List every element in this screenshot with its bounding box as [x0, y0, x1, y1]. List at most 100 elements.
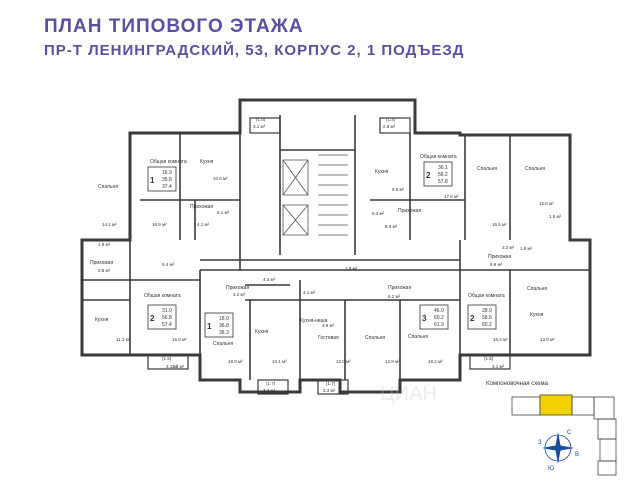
svg-text:57.8: 57.8 [438, 179, 448, 185]
layout-scheme: Компоновочная схема [486, 381, 617, 476]
compass-rose: С Ю З В [538, 430, 579, 472]
svg-text:1: 1 [150, 176, 155, 185]
svg-text:31.0: 31.0 [162, 308, 172, 314]
svg-text:10.1 м²: 10.1 м² [272, 359, 287, 364]
svg-text:12.6 м²: 12.6 м² [539, 201, 554, 206]
apartment-summaries: 1 16.9 35.8 37.4 2 36.1 56.2 57.8 2 31.0… [150, 165, 492, 336]
svg-text:1.8 м²: 1.8 м² [98, 242, 111, 247]
svg-text:58.6: 58.6 [482, 315, 492, 321]
svg-text:(1.5): (1.5) [484, 356, 494, 361]
svg-text:38.3: 38.3 [219, 330, 229, 336]
svg-text:60.2: 60.2 [482, 322, 492, 328]
svg-text:2.8 м²: 2.8 м² [383, 124, 396, 129]
svg-text:2: 2 [150, 314, 155, 323]
svg-text:16.5 м²: 16.5 м² [492, 222, 507, 227]
svg-text:3.1 м²: 3.1 м² [253, 124, 266, 129]
room-labels: Спальня Общая комната Кухня Прихожая Кух… [90, 154, 547, 347]
svg-text:9.5 м²: 9.5 м² [392, 187, 405, 192]
svg-text:9.6 м²: 9.6 м² [490, 262, 503, 267]
room-label: Кухня [375, 169, 389, 175]
svg-text:35.8: 35.8 [162, 177, 172, 183]
room-label: Кухня [530, 312, 544, 318]
svg-text:11.3 м²: 11.3 м² [116, 337, 131, 342]
svg-text:1.5 м²: 1.5 м² [549, 214, 562, 219]
room-label: Спальня [525, 166, 545, 172]
svg-text:1.8 м²: 1.8 м² [520, 246, 533, 251]
room-label: Общая комната [144, 293, 181, 299]
svg-text:(1.7): (1.7) [266, 381, 276, 386]
room-label: Спальня [213, 341, 233, 347]
watermark-text: ЦИАН [380, 383, 437, 405]
svg-text:60.2: 60.2 [434, 315, 444, 321]
svg-text:12.8 м²: 12.8 м² [385, 359, 400, 364]
svg-text:14.1 м²: 14.1 м² [102, 222, 117, 227]
room-label: Прихожая [398, 208, 421, 214]
svg-text:2.8 м²: 2.8 м² [98, 268, 111, 273]
svg-text:12.0 м²: 12.0 м² [336, 359, 351, 364]
room-label: Спальня [408, 334, 428, 340]
area-labels: 14.1 м² 16.9 м² 10.6 м² 4.1 м² 6.1 м² 3.… [98, 124, 562, 393]
room-label: Спальня [527, 286, 547, 292]
apartment-boxes [147, 161, 497, 338]
scheme-section [597, 460, 617, 476]
svg-text:6.3 м²: 6.3 м² [372, 211, 385, 216]
svg-text:46.0: 46.0 [434, 308, 444, 314]
scheme-section [571, 396, 595, 416]
svg-text:3.9 м²: 3.9 м² [322, 323, 335, 328]
svg-text:4.3 м²: 4.3 м² [263, 277, 276, 282]
svg-text:(1.4): (1.4) [386, 117, 396, 122]
svg-text:16.9: 16.9 [162, 170, 172, 176]
svg-text:18.0 м²: 18.0 м² [228, 359, 243, 364]
room-label: Спальня [98, 184, 118, 190]
scheme-section [599, 438, 617, 462]
svg-text:3.2 м²: 3.2 м² [502, 245, 515, 250]
stair-core [282, 154, 348, 236]
svg-text:57.4: 57.4 [162, 322, 172, 328]
svg-text:6.2 м²: 6.2 м² [388, 294, 401, 299]
svg-text:3.3 м²: 3.3 м² [323, 388, 336, 393]
svg-text:2: 2 [426, 171, 431, 180]
svg-text:3.1 м²: 3.1 м² [166, 364, 179, 369]
scheme-label: Компоновочная схема [486, 381, 549, 387]
svg-text:61.9: 61.9 [434, 322, 444, 328]
room-label: Общая комната [468, 293, 505, 299]
svg-text:18.2 м²: 18.2 м² [428, 359, 443, 364]
svg-text:17.6 м²: 17.6 м² [444, 194, 459, 199]
room-label: Прихожая [226, 285, 249, 291]
room-label: Прихожая [90, 260, 113, 266]
room-label: Кухня [255, 329, 269, 335]
compass-north: С [567, 430, 572, 436]
svg-text:4.2 м²: 4.2 м² [233, 292, 246, 297]
svg-text:9.4 м²: 9.4 м² [162, 262, 175, 267]
svg-text:3.3 м²: 3.3 м² [263, 388, 276, 393]
svg-text:6.1 м²: 6.1 м² [217, 210, 230, 215]
room-label: Спальня [365, 335, 385, 341]
svg-text:56.2: 56.2 [438, 172, 448, 178]
room-label: Кухня [200, 159, 214, 165]
svg-text:56.8: 56.8 [162, 315, 172, 321]
room-label: Спальня [477, 166, 497, 172]
balcony-labels: (1.5) (1.4) (1.5) (1.7) (1.7) (1.5) [162, 117, 494, 386]
svg-text:2.8 м²: 2.8 м² [345, 266, 358, 271]
svg-text:36.8: 36.8 [219, 323, 229, 329]
svg-text:13.9 м²: 13.9 м² [540, 337, 555, 342]
room-label: Кухня-ниша [300, 318, 328, 324]
balconies [147, 117, 511, 395]
scheme-current-section [539, 394, 573, 416]
scheme-section [511, 396, 541, 416]
svg-text:3.1 м²: 3.1 м² [172, 364, 185, 369]
svg-text:(1.7): (1.7) [326, 381, 336, 386]
room-label: Прихожая [190, 204, 213, 210]
compass-south: Ю [548, 466, 554, 472]
room-label: Общая комната [150, 159, 187, 165]
scheme-section [593, 396, 615, 420]
svg-text:28.9: 28.9 [482, 308, 492, 314]
svg-text:2: 2 [470, 314, 475, 323]
room-label: Прихожая [388, 285, 411, 291]
svg-text:1: 1 [207, 322, 212, 331]
room-label: Кухня [95, 317, 109, 323]
svg-text:(1.5): (1.5) [162, 356, 172, 361]
svg-text:16.9 м²: 16.9 м² [172, 337, 187, 342]
svg-text:3.1 м²: 3.1 м² [492, 364, 505, 369]
